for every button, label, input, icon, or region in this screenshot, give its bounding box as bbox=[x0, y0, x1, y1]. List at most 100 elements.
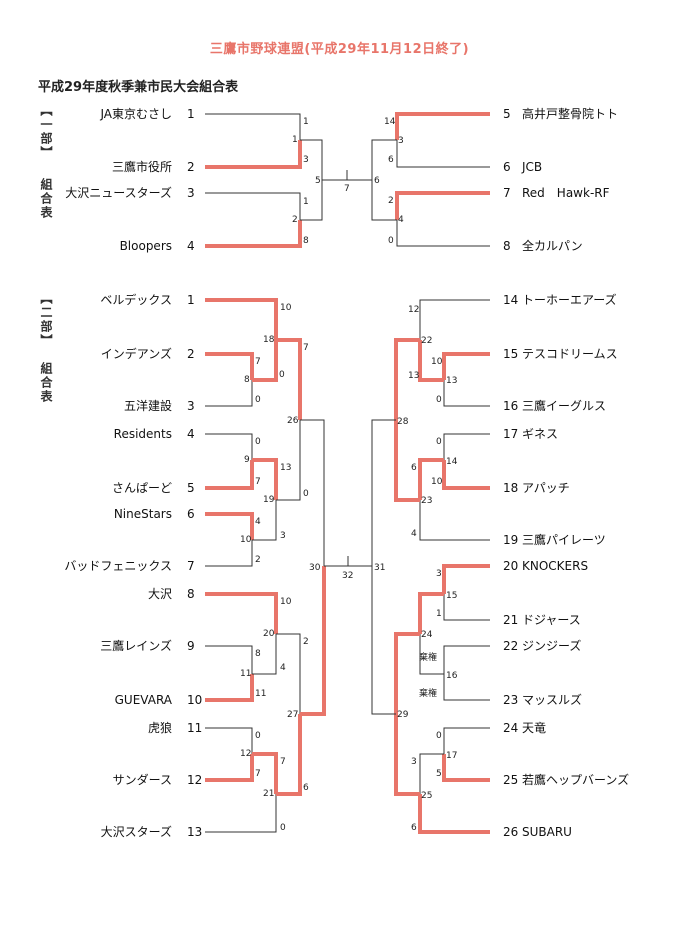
bracket-line bbox=[443, 674, 490, 701]
bracket-line bbox=[419, 753, 444, 794]
score: 24 bbox=[421, 630, 433, 640]
winner-path bbox=[276, 338, 302, 420]
score: 棄権 bbox=[419, 651, 437, 663]
score: 32 bbox=[342, 571, 353, 581]
winner-path bbox=[252, 458, 278, 500]
score: 1 bbox=[292, 135, 298, 145]
team-seed: 1 bbox=[187, 107, 195, 121]
bracket-line bbox=[276, 633, 301, 714]
score: 6 bbox=[303, 783, 309, 793]
team-name: GUEVARA bbox=[115, 693, 173, 707]
score: 18 bbox=[263, 335, 275, 345]
division2-label: 【二部】 bbox=[39, 292, 53, 348]
team-name: 大沢スターズ bbox=[101, 824, 172, 839]
team-seed: 2 bbox=[187, 160, 195, 174]
winner-path bbox=[205, 754, 254, 782]
team-seed: 8 bbox=[503, 239, 511, 253]
score: 10 bbox=[280, 303, 292, 313]
division1-label: 【一部】 bbox=[39, 104, 53, 160]
winner-path bbox=[205, 512, 254, 540]
score: 13 bbox=[408, 371, 419, 381]
team-seed: 14 bbox=[503, 293, 518, 307]
bracket-line bbox=[252, 500, 277, 541]
score: 3 bbox=[303, 155, 309, 165]
score: 22 bbox=[421, 336, 432, 346]
score: 29 bbox=[397, 710, 409, 720]
team-name: Bloopers bbox=[120, 239, 172, 253]
division2-sublabel: 組合表 bbox=[39, 362, 53, 404]
score: 26 bbox=[287, 416, 299, 426]
team-seed: 7 bbox=[187, 559, 195, 573]
score: 14 bbox=[446, 457, 458, 467]
score: 14 bbox=[384, 117, 396, 127]
team-seed: 12 bbox=[187, 773, 202, 787]
winner-path bbox=[205, 460, 254, 490]
team-seed: 21 bbox=[503, 613, 518, 627]
score: 10 bbox=[240, 535, 252, 545]
score: 8 bbox=[303, 236, 309, 246]
score: 2 bbox=[388, 196, 394, 206]
winner-path bbox=[442, 564, 490, 594]
winner-path bbox=[395, 112, 490, 140]
score: 23 bbox=[421, 496, 432, 506]
score: 0 bbox=[436, 731, 442, 741]
team-name: JA東京むさし bbox=[99, 107, 172, 121]
team-seed: 22 bbox=[503, 639, 518, 653]
winner-path bbox=[418, 592, 444, 634]
team-seed: 1 bbox=[187, 293, 195, 307]
team-seed: 11 bbox=[187, 721, 202, 735]
division1-sublabel: 組合表 bbox=[39, 178, 53, 220]
score: 9 bbox=[244, 455, 250, 465]
bracket-subtitle: 平成29年度秋季兼市民大会組合表 bbox=[38, 80, 239, 95]
winner-path bbox=[300, 566, 326, 716]
bracket-line bbox=[443, 645, 490, 674]
team-seed: 26 bbox=[503, 825, 518, 839]
team-seed: 15 bbox=[503, 347, 518, 361]
score: 15 bbox=[446, 591, 457, 601]
score: 0 bbox=[279, 370, 285, 380]
score: 13 bbox=[280, 463, 291, 473]
score: 11 bbox=[255, 689, 266, 699]
bracket-line bbox=[371, 566, 396, 715]
team-seed: 18 bbox=[503, 481, 518, 495]
bracket-line bbox=[205, 727, 253, 754]
score: 10 bbox=[431, 357, 443, 367]
team-name: 大沢 bbox=[148, 587, 172, 601]
bracket-line bbox=[443, 594, 490, 621]
score: 10 bbox=[280, 597, 292, 607]
team-name: 大沢ニュースターズ bbox=[65, 185, 172, 200]
team-name: 全カルパン bbox=[522, 238, 583, 253]
team-name: 五洋建設 bbox=[124, 398, 172, 413]
score: 3 bbox=[398, 136, 404, 146]
score: 2 bbox=[303, 637, 309, 647]
winner-path bbox=[252, 752, 278, 794]
score: 0 bbox=[436, 395, 442, 405]
team-seed: 6 bbox=[187, 507, 195, 521]
bracket-line bbox=[419, 500, 490, 541]
team-name: 天竜 bbox=[522, 721, 546, 735]
score: 11 bbox=[240, 669, 251, 679]
score: 4 bbox=[411, 529, 417, 539]
score: 8 bbox=[255, 649, 261, 659]
bracket-line bbox=[371, 139, 397, 180]
bracket-line bbox=[396, 140, 490, 168]
team-name: トーホーエアーズ bbox=[522, 292, 617, 307]
team-name: 若鷹ヘップバーンズ bbox=[522, 772, 629, 787]
team-name: ギネス bbox=[522, 427, 558, 441]
score: 4 bbox=[280, 663, 286, 673]
team-name: SUBARU bbox=[522, 825, 572, 839]
score: 5 bbox=[436, 769, 442, 779]
bracket-line bbox=[252, 634, 277, 675]
team-name: ジンジーズ bbox=[522, 638, 581, 653]
team-seed: 3 bbox=[187, 186, 195, 200]
team-name: 高井戸整骨院トト bbox=[522, 106, 618, 121]
bracket-line bbox=[443, 433, 490, 460]
score: 4 bbox=[255, 517, 261, 527]
bracket-line bbox=[276, 420, 301, 501]
winner-path bbox=[205, 592, 278, 634]
team-seed: 23 bbox=[503, 693, 518, 707]
team-name: マッスルズ bbox=[522, 692, 582, 707]
score: 1 bbox=[303, 197, 309, 207]
